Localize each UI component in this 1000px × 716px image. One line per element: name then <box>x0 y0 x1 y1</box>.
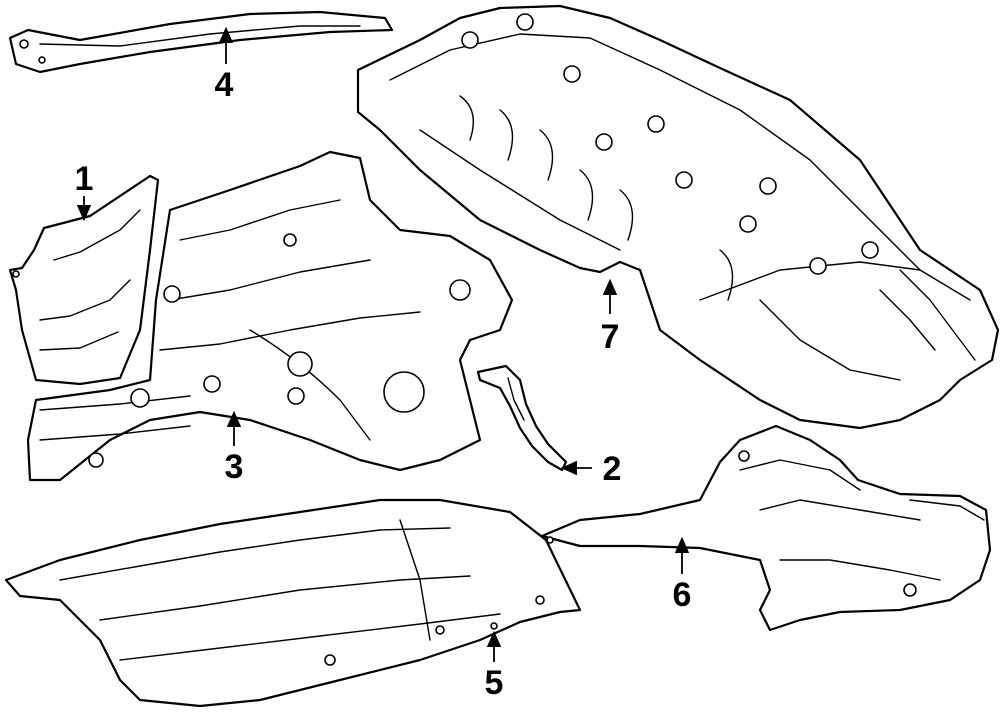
part-7-exhaust-heat-shield <box>356 4 1000 430</box>
part-2-small-bracket <box>476 364 568 472</box>
callout-2: 2 <box>603 450 622 488</box>
callout-7: 7 <box>601 318 620 356</box>
part-1-heat-shield <box>8 174 160 386</box>
part-6-rear-heat-shield <box>540 424 992 632</box>
callout-4: 4 <box>215 66 234 104</box>
part-4-heat-shield-bracket <box>8 10 394 74</box>
callout-5: 5 <box>485 664 504 702</box>
callout-1: 1 <box>75 160 94 198</box>
part-3-center-heat-shield <box>26 150 514 482</box>
callout-3: 3 <box>225 448 244 486</box>
part-5-floor-heat-shield <box>4 498 582 708</box>
callout-6: 6 <box>673 576 692 614</box>
